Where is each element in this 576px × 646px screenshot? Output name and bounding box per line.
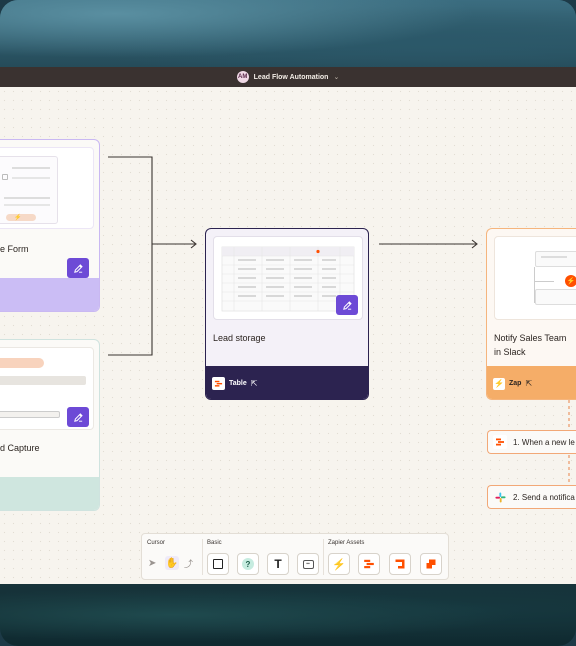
text-icon: T — [274, 557, 282, 571]
external-link-icon: ⇱ — [250, 379, 258, 388]
arrow-head — [471, 239, 478, 249]
canvas[interactable]: ⚡ e Form d Capture — [0, 87, 576, 584]
toolbar-group-zapier-assets: Zapier Assets — [328, 540, 365, 546]
node-type-label: Zap — [509, 380, 522, 387]
arrow-head — [190, 239, 197, 249]
node-notify-sales[interactable]: ⚡ Notify Sales Team in Slack ⚡ Zap ⇱ — [486, 228, 576, 400]
preview-line — [12, 167, 50, 169]
table-grid — [221, 246, 355, 312]
interface-icon — [395, 559, 405, 569]
external-link-icon: ⇱ — [525, 379, 533, 388]
zap-step-trigger[interactable]: 1. When a new le — [487, 430, 576, 454]
toolbar-divider — [202, 539, 203, 575]
connector-bottom — [108, 244, 153, 356]
embed-tool[interactable]: ▪▪ — [297, 553, 319, 575]
capture-preview — [0, 347, 94, 430]
node-label: Notify Sales Team — [494, 333, 567, 343]
node-capture-label: d Capture — [0, 443, 40, 453]
edit-button[interactable] — [67, 258, 89, 278]
node-lead-storage[interactable]: Lead storage Table ⇱ — [205, 228, 369, 400]
node-footer — [0, 477, 99, 510]
zap-asset-button[interactable]: ⚡ — [328, 553, 350, 575]
preview-pill — [0, 358, 44, 368]
pencil-icon — [342, 300, 352, 310]
preview-connector — [534, 267, 535, 303]
zap-preview: ⚡ — [494, 236, 576, 320]
help-circle-icon: ? — [242, 558, 254, 570]
hand-icon[interactable]: ✋ — [165, 556, 179, 570]
sticky-note-tool[interactable]: ? — [237, 553, 259, 575]
pencil-icon — [73, 263, 83, 273]
edit-button[interactable] — [67, 407, 89, 427]
node-form-label: e Form — [0, 244, 29, 254]
text-tool[interactable]: T — [267, 553, 289, 575]
preview-button — [6, 214, 36, 221]
checkbox-icon — [2, 174, 8, 180]
table-asset-button[interactable] — [358, 553, 380, 575]
desktop-background-top — [0, 0, 576, 70]
preview-line — [4, 197, 50, 199]
pointer-icon[interactable]: ➤ — [148, 558, 157, 569]
toolbar-group-basic: Basic — [207, 540, 222, 546]
zap-bolt-icon: ⚡ — [14, 215, 22, 221]
node-footer[interactable]: Table ⇱ — [206, 366, 368, 399]
node-type-label: Table — [229, 380, 247, 387]
chevron-down-icon[interactable]: ⌄ — [333, 74, 340, 81]
step-label: 1. When a new le — [513, 437, 575, 447]
step-label: 2. Send a notifica — [513, 492, 575, 502]
zap-icon: ⚡ — [493, 377, 505, 390]
connector-top — [108, 156, 153, 244]
zap-bolt-icon: ⚡ — [565, 275, 576, 287]
preview-bar — [0, 376, 86, 385]
embed-icon: ▪▪ — [302, 559, 314, 569]
zap-bolt-icon: ⚡ — [332, 558, 346, 571]
connector-lines — [108, 156, 570, 485]
preview-box — [535, 289, 576, 305]
preview-line — [541, 256, 567, 258]
node-footer[interactable]: ⚡ Zap ⇱ — [487, 366, 576, 399]
preview-box — [535, 251, 576, 267]
node-form[interactable]: ⚡ — [0, 139, 100, 312]
preview-line — [4, 204, 50, 206]
table-preview — [213, 236, 363, 320]
pencil-icon — [73, 412, 83, 422]
square-icon — [213, 559, 223, 569]
interface-asset-button[interactable] — [389, 553, 411, 575]
slack-icon — [493, 490, 507, 504]
rectangle-tool[interactable] — [207, 553, 229, 575]
node-label: Lead storage — [213, 333, 266, 343]
preview-input — [0, 411, 60, 418]
table-icon — [364, 559, 374, 569]
window-title[interactable]: Lead Flow Automation — [253, 73, 329, 81]
form-preview: ⚡ — [0, 147, 94, 229]
toolbar-divider — [323, 539, 324, 575]
toolbar-group-cursor: Cursor — [147, 540, 166, 546]
avatar[interactable]: AM — [236, 71, 249, 83]
window-titlebar: AM Lead Flow Automation ⌄ — [0, 67, 576, 87]
desktop-background-bottom — [0, 584, 576, 646]
node-label-line2: in Slack — [494, 347, 526, 357]
chatbot-asset-button[interactable] — [420, 553, 442, 575]
node-footer — [0, 278, 99, 311]
canvas-toolbar: Cursor Basic Zapier Assets ➤ ✋ ⤴ ? T ▪▪ … — [141, 533, 449, 580]
zap-step-action[interactable]: 2. Send a notifica — [487, 485, 576, 509]
edit-button[interactable] — [336, 295, 358, 315]
preview-line — [12, 177, 50, 179]
preview-connector — [534, 281, 554, 282]
node-capture[interactable] — [0, 339, 100, 511]
connector-tool-icon[interactable]: ⤴ — [184, 559, 194, 569]
zapier-table-icon — [493, 435, 507, 449]
table-icon — [212, 377, 225, 390]
chatbot-icon — [426, 559, 436, 569]
